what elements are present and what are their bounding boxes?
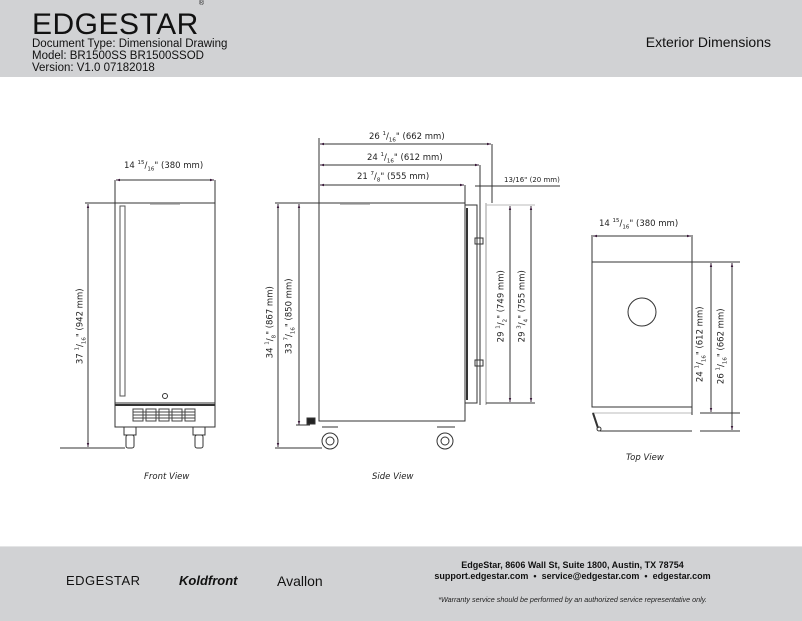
warranty-note: *Warranty service should be performed by… [438, 595, 707, 604]
footer-bar [0, 546, 802, 621]
front-view-caption: Front View [144, 472, 190, 482]
top-view-drawing [591, 234, 740, 432]
version: Version: V1.0 07182018 [32, 62, 155, 74]
model: Model: BR1500SS BR1500SSOD [32, 50, 204, 62]
company-address: EdgeStar, 8606 Wall St, Suite 1800, Aust… [461, 560, 684, 570]
side-door-height-a-label: 29 1/2" (749 mm) [495, 270, 509, 343]
document-type: Document Type: Dimensional Drawing [32, 38, 228, 50]
side-door-height-b-label: 29 3/4" (755 mm) [516, 270, 530, 343]
page-title: Exterior Dimensions [645, 34, 771, 50]
top-depth-a-label: 24 1/16" (612 mm) [694, 306, 708, 383]
document-meta: Document Type: Dimensional Drawing Model… [32, 38, 227, 74]
top-view-caption: Top View [626, 453, 664, 463]
avallon-logo: Avallon [277, 573, 323, 589]
front-width-label: 14 15/16" (380 mm) [124, 160, 204, 173]
company-contacts: support.edgestar.com • service@edgestar.… [434, 571, 711, 581]
side-depth-cabinet-label: 21 7/8" (555 mm) [357, 171, 430, 184]
side-height-total-label: 34 1/8" (867 mm) [264, 286, 278, 359]
front-height-label: 37 1/16" (942 mm) [74, 288, 88, 365]
header-bar: EDGESTAR® Document Type: Dimensional Dra… [0, 0, 802, 77]
top-width-label: 14 15/16" (380 mm) [599, 218, 679, 231]
koldfront-logo: Koldfront [179, 573, 238, 588]
side-view-caption: Side View [372, 472, 414, 482]
front-view-drawing [60, 178, 216, 449]
edgestar-logo: EDGESTAR [66, 573, 141, 588]
top-depth-b-label: 26 1/16" (662 mm) [715, 308, 729, 385]
side-depth-total-label: 26 1/16" (662 mm) [369, 131, 445, 144]
side-view-drawing [275, 138, 560, 450]
side-door-thickness-label: 13/16" (20 mm) [504, 176, 560, 184]
side-height-cabinet-label: 33 7/16" (850 mm) [283, 278, 297, 355]
side-depth-mid-label: 24 1/16" (612 mm) [367, 152, 443, 165]
brand-logo: EDGESTAR® [32, 0, 205, 41]
